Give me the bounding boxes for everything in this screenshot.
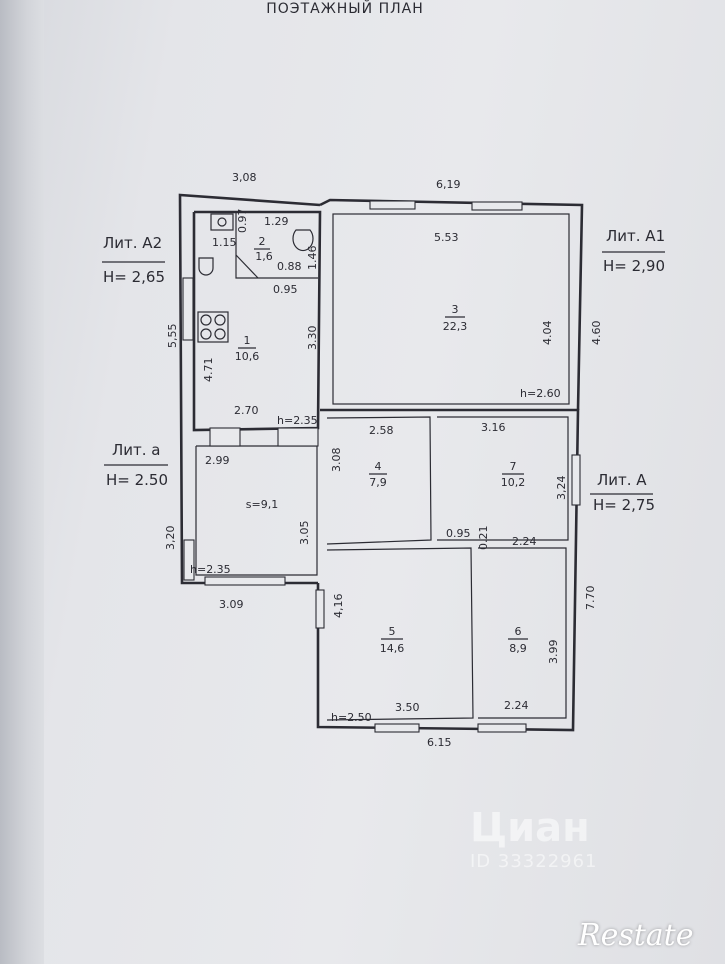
section-A-name: Лит. А — [597, 471, 647, 489]
room-1-number: 1 — [244, 334, 251, 347]
dim-outer-right-a1: 4.60 — [590, 321, 603, 346]
dim-r1-h: h=2.35 — [277, 414, 318, 427]
wall-room-3 — [332, 213, 570, 405]
dim-r5-left: 4,16 — [332, 594, 345, 619]
dim-r1-right: 3.30 — [306, 326, 319, 351]
veranda-area: s=9,1 — [246, 498, 278, 511]
room-7-number: 7 — [510, 460, 517, 473]
room-6-area: 8,9 — [509, 642, 527, 655]
section-a-lower-name: Лит. а — [112, 441, 161, 459]
dim-outer-right-a: 7.70 — [584, 586, 597, 611]
dim-r4-left: 3.08 — [330, 448, 343, 473]
dim-r1-left: 4.71 — [202, 358, 215, 383]
dim-r3-right: 4.04 — [541, 321, 554, 346]
wall-room-2 — [235, 212, 318, 279]
dim-r4-top: 2.58 — [369, 424, 394, 437]
room-2-area: 1,6 — [255, 250, 273, 263]
window — [204, 576, 286, 586]
sink-icon — [210, 213, 234, 231]
window — [477, 723, 527, 733]
plan-title: ПОЭТАЖНЫЙ ПЛАН — [266, 0, 424, 17]
window — [183, 539, 195, 581]
dim-r6-bottom: 2.24 — [504, 699, 529, 712]
room-5-number: 5 — [389, 625, 396, 638]
dim-r6-right: 3.99 — [547, 640, 560, 665]
dim-r5-bottom: 3.50 — [395, 701, 420, 714]
room-4-number: 4 — [375, 460, 382, 473]
dim-veranda-right: 3.05 — [298, 521, 311, 546]
toilet-icon — [292, 229, 314, 252]
section-A-height: H= 2,75 — [593, 496, 655, 514]
dim-r1-bottom: 2.70 — [234, 404, 259, 417]
dim-r7-right: 3,24 — [555, 476, 568, 501]
dimension-labels: 3,08 6,19 5.53 4.04 h=2.60 4.60 5,55 1.2… — [164, 171, 603, 749]
window — [315, 589, 325, 629]
watermark-id: ID 33322961 — [470, 851, 598, 872]
wall-room-6 — [478, 547, 567, 719]
wall-room-4 — [326, 416, 432, 545]
section-a2-name: Лит. А2 — [103, 234, 162, 252]
room-5-area: 14,6 — [380, 642, 405, 655]
window — [369, 200, 416, 210]
wall-room-7 — [437, 416, 569, 541]
room-1-area: 10,6 — [235, 350, 260, 363]
dim-top-left: 3,08 — [232, 171, 257, 184]
dim-r2-a: 0.97 — [236, 209, 249, 234]
dim-r7-a: 0.95 — [446, 527, 471, 540]
windows — [182, 200, 581, 733]
wall-room-2-diag — [235, 254, 259, 279]
stove-icon — [197, 311, 229, 343]
basin-icon — [198, 257, 214, 276]
room-2-number: 2 — [259, 235, 266, 248]
window — [471, 201, 523, 211]
window — [277, 427, 319, 447]
dim-r2-c: 0.88 — [277, 260, 302, 273]
dim-bottom-total: 6.15 — [427, 736, 452, 749]
dim-r7-top: 3.16 — [481, 421, 506, 434]
window — [571, 454, 581, 506]
fixtures — [197, 213, 314, 343]
dim-r3-top: 5.53 — [434, 231, 459, 244]
window — [182, 277, 194, 341]
section-a1-name: Лит. А1 — [606, 227, 665, 245]
window — [209, 427, 241, 447]
restate-brand-logo: Restate — [578, 918, 694, 953]
page-binding — [0, 0, 44, 964]
dim-veranda-h: h=2.35 — [190, 563, 231, 576]
watermark: Циан ID 33322961 — [470, 805, 670, 872]
dim-r7-b: 0.21 — [477, 526, 490, 551]
dim-top-right: 6,19 — [436, 178, 461, 191]
room-3-area: 22,3 — [443, 320, 468, 333]
wall-veranda — [195, 445, 318, 576]
section-a-lower-height: H= 2.50 — [106, 471, 168, 489]
dim-r2-top: 1.29 — [264, 215, 289, 228]
room-6-number: 6 — [515, 625, 522, 638]
dim-r2-b: 1.15 — [212, 236, 237, 249]
dim-r7-c: 2.24 — [512, 535, 537, 548]
section-a2-height: H= 2,65 — [103, 268, 165, 286]
wall-block-a — [316, 408, 580, 732]
room-3-number: 3 — [452, 303, 459, 316]
dim-r5-h: h=2.50 — [331, 711, 372, 724]
wall-a1-outer — [319, 198, 584, 411]
dim-r2-d: 1.46 — [306, 246, 319, 271]
dim-r1-a: 0.95 — [273, 283, 298, 296]
window — [374, 723, 420, 733]
dim-veranda-bottom: 3.09 — [219, 598, 244, 611]
dim-r3-h: h=2.60 — [520, 387, 561, 400]
room-7-area: 10,2 — [501, 476, 526, 489]
dim-veranda-left: 3,20 — [164, 526, 177, 551]
dim-outer-left-a2: 5,55 — [166, 324, 179, 349]
room-labels: 1 10,6 2 1,6 3 22,3 4 7,9 5 14,6 6 8,9 7… — [235, 235, 528, 655]
room-4-area: 7,9 — [369, 476, 387, 489]
dim-veranda-top: 2.99 — [205, 454, 230, 467]
wall-room-5 — [326, 547, 474, 721]
watermark-logo: Циан — [470, 805, 590, 851]
section-a1-height: H= 2,90 — [603, 257, 665, 275]
